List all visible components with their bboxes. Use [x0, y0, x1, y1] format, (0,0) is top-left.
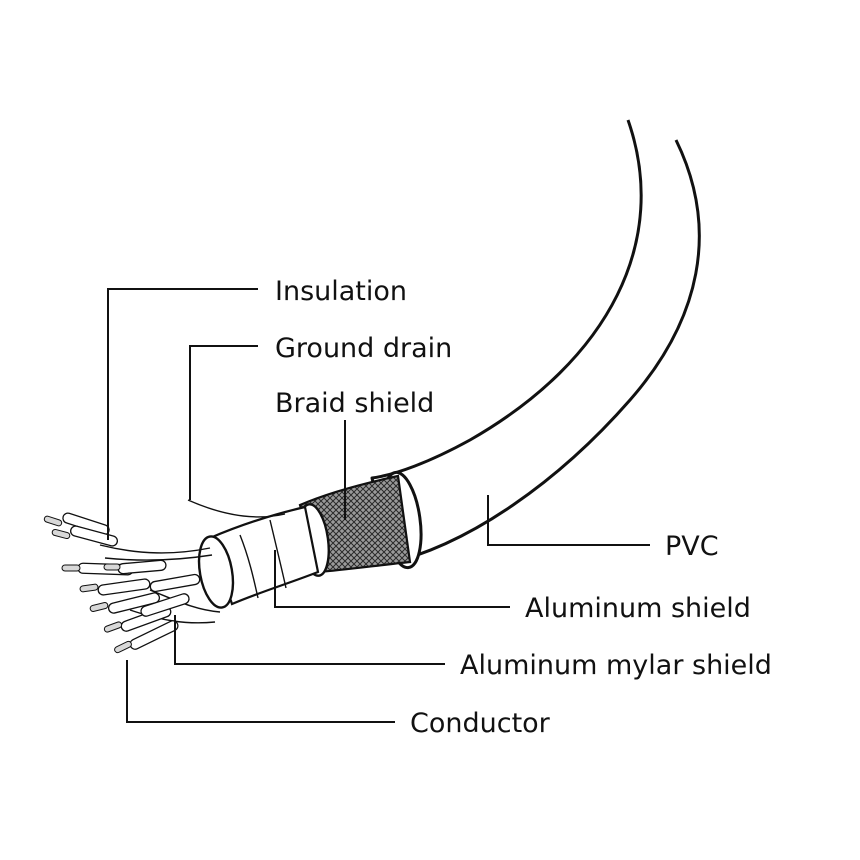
leader-insulation — [107, 288, 258, 540]
leader-ground-drain — [189, 345, 258, 500]
wire-tip — [51, 528, 71, 540]
conductor-wires — [43, 512, 201, 654]
mylar-strand — [99, 544, 211, 554]
wire — [107, 592, 161, 614]
label-braid-shield: Braid shield — [275, 388, 434, 419]
leader-aluminum-mylar-shield — [174, 615, 445, 665]
label-ground-drain: Ground drain — [275, 333, 452, 364]
aluminum-shield-body — [208, 505, 320, 606]
wire-tip — [61, 564, 81, 572]
label-aluminum-mylar-shield: Aluminum mylar shield — [460, 650, 772, 681]
label-insulation: Insulation — [275, 276, 407, 307]
wire — [97, 578, 151, 596]
wire — [140, 593, 190, 617]
wire-tip — [89, 602, 109, 612]
wire — [117, 559, 167, 575]
label-pvc: PVC — [665, 531, 719, 562]
wire-tip — [43, 515, 63, 527]
ground-drain-wire — [187, 499, 286, 518]
leader-aluminum-shield — [274, 550, 510, 608]
leader-pvc — [487, 495, 650, 546]
aluminum-shield-crease — [239, 534, 259, 599]
leader-conductor — [126, 660, 395, 723]
wire — [69, 525, 119, 547]
label-conductor: Conductor — [410, 708, 551, 739]
wire — [149, 573, 201, 593]
mylar-strand — [104, 554, 213, 561]
wire-tip — [114, 640, 132, 654]
wire-tip — [103, 621, 123, 633]
aluminum-shield-end — [197, 535, 235, 609]
wire-tip — [103, 563, 121, 571]
label-aluminum-shield: Aluminum shield — [525, 593, 751, 624]
wire-tip — [79, 583, 99, 593]
aluminum-shield-crease-2 — [269, 519, 287, 589]
